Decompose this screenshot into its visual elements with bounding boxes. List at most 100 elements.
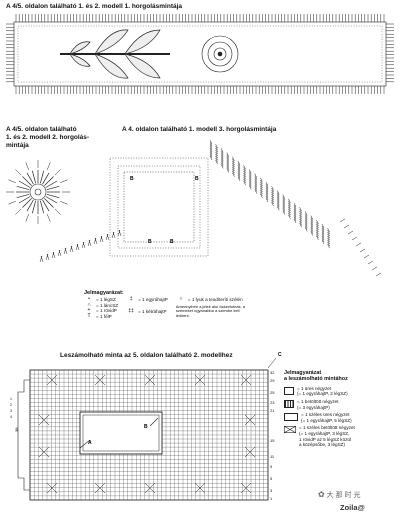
- filled-square-icon: [284, 400, 294, 408]
- diagonal-stitch: [282, 200, 286, 205]
- filled-motif: [94, 374, 106, 386]
- diagonal-stitch: [260, 189, 263, 194]
- spoke-stitch: [46, 185, 60, 191]
- diagonal-stitch: [299, 207, 302, 212]
- diagonal-stitch: [243, 169, 246, 174]
- diagonal-stitch: [215, 144, 218, 149]
- diagonal-stitch: [293, 210, 297, 216]
- diagonal-stitch: [271, 194, 274, 199]
- diagonal-stitch: [243, 167, 246, 172]
- diagonal-stitch: [254, 181, 258, 186]
- edge-stitch: [45, 253, 49, 261]
- legend-item: ∩= 1 láncSZ: [87, 301, 119, 308]
- filled-motif: [244, 414, 256, 426]
- edge-stitch: [371, 266, 378, 271]
- diagonal-stitch: [304, 227, 308, 232]
- diagonal-stitch: [220, 164, 224, 169]
- diagonal-stitch: [304, 221, 308, 226]
- spoke-stitch: [42, 172, 50, 185]
- diagonal-stitch: [282, 202, 286, 207]
- left-chart-title: A 4/5. oldalon található 1. és 2. modell…: [6, 126, 90, 149]
- diagonal-stitch: [276, 204, 280, 209]
- diagonal-stitch: [254, 177, 258, 182]
- diagonal-stitch: [304, 217, 308, 222]
- diagonal-stitch: [248, 183, 252, 188]
- diagonal-stitch: [276, 194, 280, 199]
- edge-stitch: [58, 249, 62, 257]
- picot-stitch: [25, 214, 30, 222]
- diagonal-stitch: [220, 154, 224, 159]
- filet-legend-title: Jelmagyarázat a leszámolható mintához: [284, 370, 348, 383]
- diagonal-stitch: [271, 188, 274, 193]
- legend-item: ‡‡= 1 kétráhajtP: [128, 307, 167, 314]
- edge-stitch: [39, 255, 43, 263]
- diagonal-stitch: [304, 219, 308, 224]
- filled-motif: [144, 482, 156, 494]
- diagonal-stitch: [293, 204, 297, 210]
- diagonal-stitch: [288, 198, 291, 203]
- right-row-number: 15: [270, 438, 275, 443]
- diagonal-stitch: [271, 202, 274, 207]
- diagonal-stitch: [299, 223, 302, 228]
- diagonal-stitch: [282, 198, 286, 203]
- leaf-branch-motif: [60, 29, 170, 79]
- diagonal-stitch: [254, 187, 258, 192]
- diagonal-stitch: [243, 179, 246, 184]
- right-row-number: 9: [270, 464, 273, 469]
- diagonal-stitch: [243, 177, 246, 182]
- spoke-stitch: [39, 170, 45, 184]
- edge-stitch: [105, 233, 109, 241]
- diagonal-stitch: [321, 233, 325, 239]
- legend-item: = 1 széles betöltött négyzet(= 1 egyráha…: [284, 425, 396, 447]
- edge-stitch: [46, 253, 50, 261]
- diagonal-stitch: [310, 221, 314, 226]
- diagonal-stitch: [232, 172, 235, 177]
- spoke-stitch: [22, 198, 32, 208]
- legend-item: = 1 üres négyzet(= 1 egyráhajtP, 2 légSZ…: [284, 386, 396, 397]
- right-row-number: 1: [270, 496, 273, 501]
- diagonal-stitch: [316, 221, 319, 226]
- diagonal-stitch: [316, 231, 319, 236]
- edge-stitch: [82, 241, 86, 249]
- spoke-stitch: [16, 193, 30, 199]
- diagonal-stitch: [226, 162, 230, 167]
- diagonal-stitch: [215, 150, 218, 155]
- diagonal-stitch: [304, 211, 308, 216]
- edge-stitch: [351, 236, 358, 241]
- edge-stitch: [76, 243, 80, 251]
- diagonal-stitch: [299, 209, 302, 214]
- edge-stitch: [339, 218, 346, 223]
- right-row-number: 3: [270, 488, 273, 493]
- edge-stitch: [75, 243, 79, 251]
- diagonal-stitch: [226, 166, 230, 171]
- diagonal-stitch: [288, 210, 291, 215]
- diagonal-stitch: [248, 171, 252, 176]
- diagonal-stitch: [254, 183, 258, 188]
- diagonal-stitch: [260, 181, 263, 186]
- diagonal-stitch: [215, 152, 218, 157]
- edge-stitch: [347, 230, 354, 235]
- diagonal-stitch: [310, 215, 314, 220]
- picot-stitch: [60, 200, 68, 205]
- diagonal-stitch: [220, 160, 224, 165]
- diagonal-stitch: [248, 169, 252, 174]
- diagonal-stitch: [310, 217, 314, 222]
- edge-stitch: [93, 237, 97, 245]
- diagonal-stitch: [327, 234, 330, 239]
- diagonal-stitch: [321, 223, 325, 229]
- edge-stitch: [106, 233, 110, 241]
- diagonal-stitch: [209, 155, 213, 161]
- diagonal-stitch: [321, 227, 325, 233]
- spoke-stitch: [31, 200, 37, 214]
- filet-legend: Jelmagyarázat a leszámolható mintához = …: [284, 370, 396, 448]
- letter-c: C: [278, 352, 282, 358]
- label-b-3: B: [148, 239, 152, 245]
- diagonal-stitch: [276, 200, 280, 205]
- diagonal-stitch: [276, 206, 280, 211]
- label-b-1: B: [130, 176, 134, 182]
- right-row-number: 29: [270, 378, 275, 383]
- diagonal-stitch: [237, 166, 241, 172]
- diagonal-stitch: [304, 225, 308, 230]
